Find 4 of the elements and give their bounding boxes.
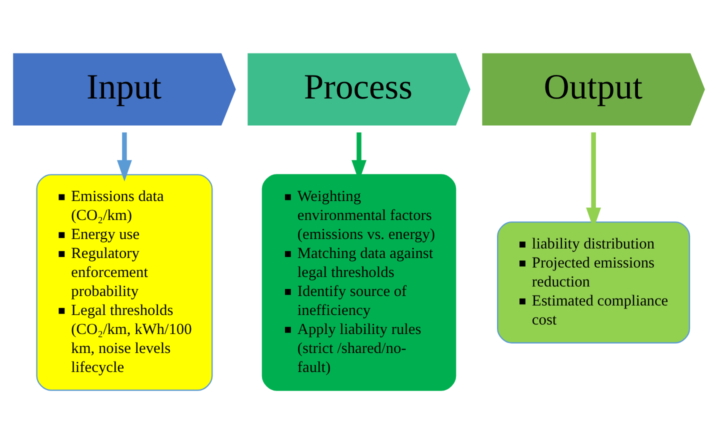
node-box: Weighting environmental factors (emissions vs. energy) Matching data against legal thresholds Identify source of inefficiency Apply liability rules (strict /shared/no-fault) [262, 174, 456, 391]
node-box: liability distribution Projected emissions reduction Estimated compliance cost [497, 221, 690, 344]
arrow [116, 132, 132, 182]
node-box: Emissions data (CO₂/km) Energy use Regulatory enforcement probability Legal thresholds (CO₂/km, kWh/100 km, noise levels lifecycle [36, 174, 213, 391]
